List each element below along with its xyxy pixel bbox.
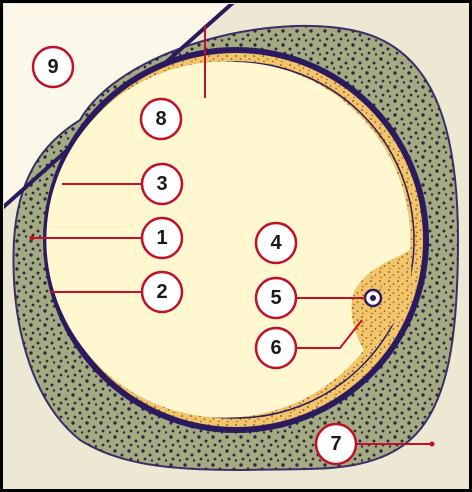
label-3: 3 [142,164,182,204]
small-nucleus-core [370,295,376,301]
label-5: 5 [256,278,296,318]
label-6-text: 6 [270,337,281,359]
label-2-text: 2 [156,281,167,303]
label-9-text: 9 [47,56,58,78]
label-7-text: 7 [330,433,341,455]
label-9: 9 [33,47,73,87]
label-8: 8 [141,99,181,139]
label-4: 4 [256,223,296,263]
leader-dot-1 [30,236,35,241]
label-3-text: 3 [156,173,167,195]
leader-dot-7 [430,442,435,447]
label-5-text: 5 [270,287,281,309]
label-6: 6 [256,328,296,368]
label-1: 1 [142,218,182,258]
label-4-text: 4 [270,232,282,254]
label-7: 7 [316,424,356,464]
label-1-text: 1 [156,227,167,249]
label-2: 2 [142,272,182,312]
label-8-text: 8 [155,108,166,130]
